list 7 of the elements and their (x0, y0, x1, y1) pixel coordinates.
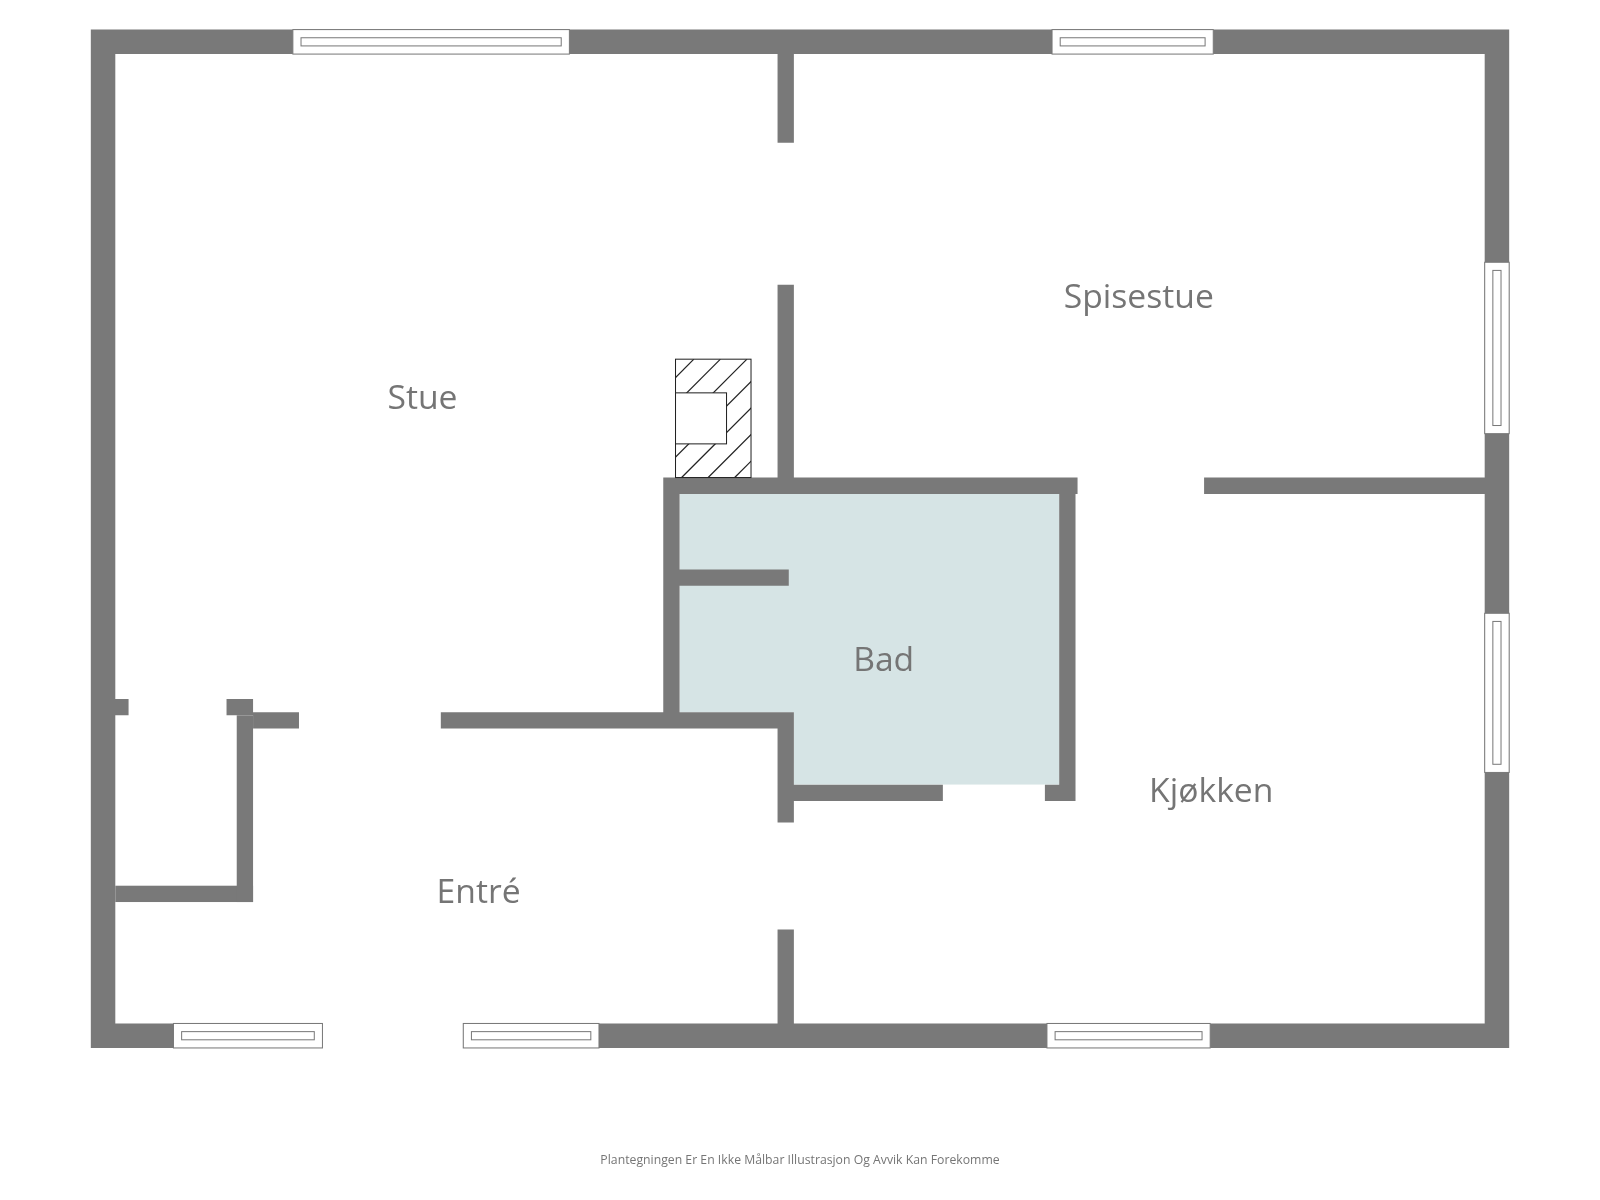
room-floor (679, 493, 1060, 785)
room-label: Kjøkken (1149, 765, 1274, 812)
room-label: Bad (853, 635, 915, 682)
room-label: Entré (436, 866, 521, 913)
room-label: Stue (387, 372, 458, 419)
room-label: Spisestue (1063, 271, 1214, 318)
disclaimer-note: Plantegningen Er En Ikke Målbar Illustrasjon Og Avvik Kan Forekomme (600, 1150, 1000, 1168)
